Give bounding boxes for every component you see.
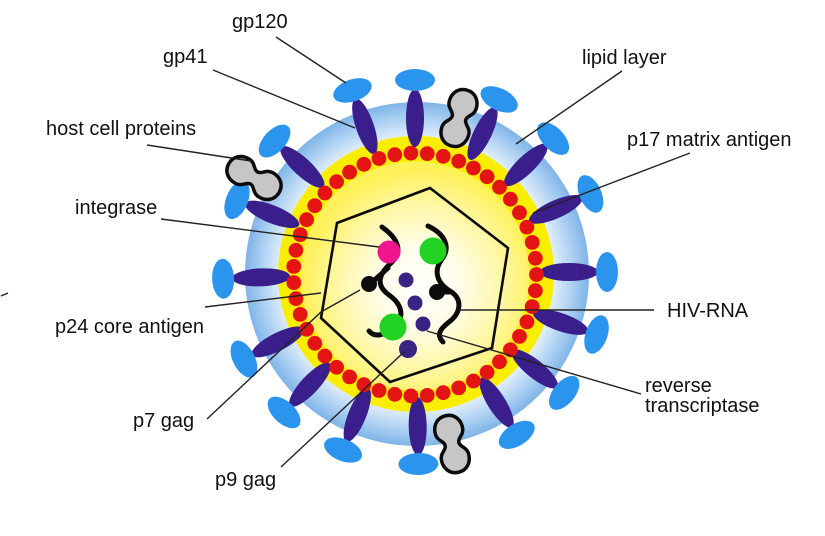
reverse-transcriptase-molecule xyxy=(415,316,431,332)
p17-bead xyxy=(419,388,435,403)
label-p17-matrix-antigen: p17 matrix antigen xyxy=(627,129,792,151)
label-integrase: integrase xyxy=(75,197,157,219)
p17-bead xyxy=(307,335,323,351)
p17-bead xyxy=(292,307,308,322)
label-host-cell-proteins: host cell proteins xyxy=(46,118,196,140)
core-capsid-hexagon xyxy=(319,186,510,384)
leader-integrase xyxy=(160,218,380,248)
protein-molecule-green xyxy=(379,313,407,341)
p17-bead xyxy=(342,369,357,385)
label-hiv-rna: HIV-RNA xyxy=(667,300,749,322)
p17-bead xyxy=(528,250,543,266)
label-reverse-transcriptase-line1: reverse xyxy=(645,375,712,397)
reverse-transcriptase-molecule xyxy=(398,272,414,288)
p17-bead xyxy=(307,198,323,214)
p17-bead xyxy=(342,164,357,180)
p17-bead xyxy=(329,359,344,375)
p17-bead xyxy=(299,321,314,337)
p17-bead xyxy=(492,354,507,370)
leader-p17-matrix-antigen xyxy=(532,152,691,214)
label-gp41: gp41 xyxy=(163,46,208,68)
core-contents xyxy=(361,223,462,358)
nucleocapsid-protein-dot xyxy=(361,276,377,292)
p17-bead xyxy=(371,151,387,166)
p17-bead xyxy=(356,377,372,393)
p17-bead xyxy=(524,299,540,314)
p17-bead xyxy=(451,380,467,396)
leader-lipid-layer xyxy=(515,70,623,145)
p17-bead xyxy=(288,242,304,258)
p17-bead xyxy=(503,191,518,207)
p17-bead xyxy=(387,386,403,402)
leader-gp120 xyxy=(275,36,347,84)
p17-bead xyxy=(371,383,387,398)
labels: gp120 gp41 host cell proteins integrase … xyxy=(46,11,792,491)
leader-p9-gag xyxy=(280,351,405,468)
virion xyxy=(211,69,618,478)
p17-bead xyxy=(492,179,507,195)
leader-p7-gag xyxy=(206,289,361,420)
p17-bead xyxy=(466,160,481,176)
p17-bead xyxy=(317,348,333,364)
leader-p24-core-antigen xyxy=(204,292,322,308)
leader-gp41 xyxy=(212,69,356,129)
protein-molecule-green xyxy=(419,237,447,265)
p17-bead xyxy=(435,385,451,401)
p17-bead xyxy=(529,267,544,282)
p17-bead xyxy=(403,145,419,161)
p17-bead xyxy=(419,146,435,162)
edge-mark xyxy=(0,292,9,297)
p17-bead xyxy=(524,235,540,250)
p17-bead xyxy=(286,259,302,274)
p17-bead xyxy=(299,212,314,228)
p17-bead xyxy=(512,329,527,344)
p17-bead xyxy=(329,174,344,190)
integrase-molecule xyxy=(377,240,401,264)
reverse-transcriptase-molecule xyxy=(399,340,417,358)
p17-bead xyxy=(451,153,467,169)
label-p24-core-antigen: p24 core antigen xyxy=(55,316,204,338)
p17-bead xyxy=(512,205,527,221)
p17-bead xyxy=(288,291,304,307)
p17-bead xyxy=(479,169,495,185)
p17-bead xyxy=(528,283,543,299)
p17-bead xyxy=(519,219,535,235)
label-p7-gag: p7 gag xyxy=(133,410,194,432)
p17-bead xyxy=(286,275,302,290)
p17-bead xyxy=(479,364,495,380)
p17-bead xyxy=(403,388,419,404)
inner-core-area xyxy=(300,161,530,391)
p17-bead xyxy=(387,147,403,163)
label-p9-gag: p9 gag xyxy=(215,469,276,491)
p17-bead xyxy=(519,314,535,330)
p17-bead xyxy=(356,156,372,172)
p17-bead xyxy=(435,148,451,164)
leader-lines xyxy=(0,36,691,468)
leader-host-cell-proteins xyxy=(146,144,252,162)
p17-bead xyxy=(503,342,518,358)
label-gp120: gp120 xyxy=(232,11,288,33)
p17-bead xyxy=(317,185,333,201)
leader-reverse-transcriptase xyxy=(426,330,642,395)
p17-bead xyxy=(292,227,308,243)
label-reverse-transcriptase-line2: transcriptase xyxy=(645,395,760,417)
label-lipid-layer: lipid layer xyxy=(582,47,667,69)
p17-bead xyxy=(466,373,481,389)
reverse-transcriptase-molecule xyxy=(407,295,423,311)
nucleocapsid-protein-dot xyxy=(429,284,445,300)
